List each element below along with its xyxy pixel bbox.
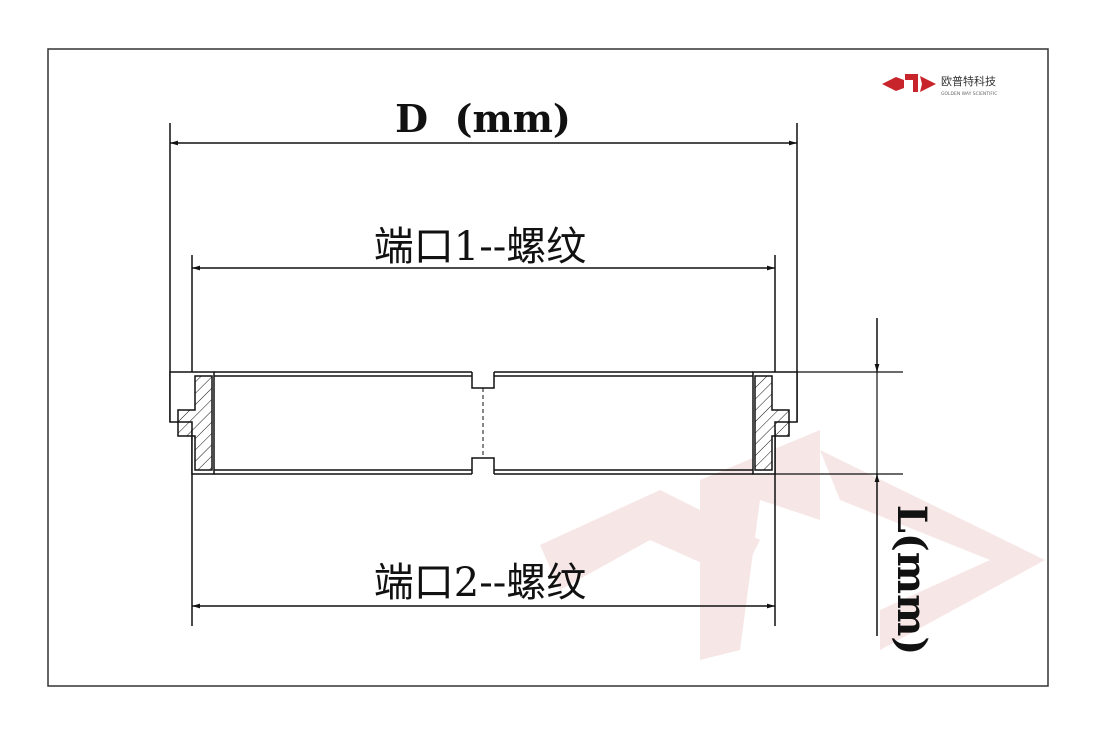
- brand-name-en: GOLDEN WAY SCIENTIFIC: [941, 91, 997, 97]
- left-wall-hatch: [177, 375, 213, 471]
- brand-name-cn: 欧普特科技: [941, 74, 996, 88]
- l-dimension-label: L(mm): [888, 505, 935, 656]
- port2-label: 端口2--螺纹: [374, 560, 586, 606]
- center-notch-bottom: [471, 457, 495, 474]
- center-notch-top: [471, 372, 495, 389]
- brand-logo-mark: [882, 74, 936, 92]
- right-wall-hatch: [754, 375, 790, 471]
- part-body: [169, 371, 798, 475]
- brand-logo: 欧普特科技 GOLDEN WAY SCIENTIFIC: [882, 74, 997, 97]
- watermark-logo: [540, 430, 1045, 660]
- d-dimension-label: D (mm): [395, 96, 571, 141]
- port1-label: 端口1--螺纹: [374, 224, 586, 270]
- drawing-frame: [47, 48, 1049, 687]
